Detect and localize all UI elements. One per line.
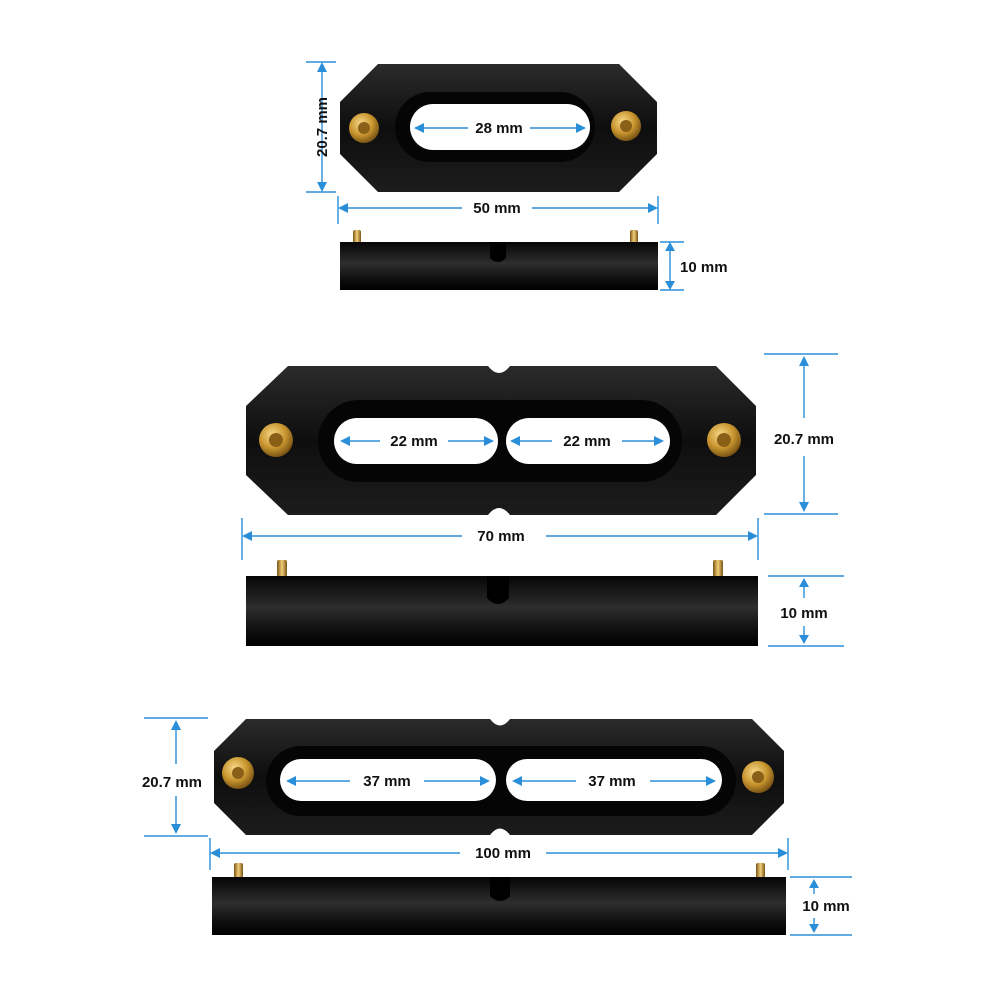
rail-70mm-length-label: 70 mm <box>477 528 525 545</box>
rail-70mm: 22 mm 22 mm 20.7 mm 70 mm <box>241 353 844 647</box>
brass-pin-icon <box>234 863 243 879</box>
rail-100mm-slot-right-label: 37 mm <box>588 773 636 790</box>
rail-70mm-slot-left-dimension: 22 mm <box>340 433 494 450</box>
rail-100mm-slot-right-dimension: 37 mm <box>512 773 716 790</box>
rail-70mm-length-dimension: 70 mm <box>241 518 759 560</box>
brass-screw-icon <box>611 111 641 141</box>
rail-50mm-slot <box>410 104 590 150</box>
rail-100mm: 20.7 mm 37 mm 37 mm 100 mm <box>142 717 852 936</box>
brass-screw-icon <box>742 761 774 793</box>
brass-pin-icon <box>756 863 765 879</box>
brass-pin-icon <box>713 560 723 578</box>
rail-50mm-width-dimension: 20.7 mm <box>306 61 336 193</box>
rail-100mm-center-notch <box>490 877 510 901</box>
rail-70mm-height-label: 10 mm <box>780 605 828 622</box>
rail-50mm-length-label: 50 mm <box>473 200 521 217</box>
rail-70mm-slot-right-label: 22 mm <box>563 433 611 450</box>
rail-100mm-length-dimension: 100 mm <box>209 838 789 870</box>
rail-70mm-width-label: 20.7 mm <box>774 431 834 448</box>
rail-100mm-slot-right <box>506 759 722 801</box>
rail-100mm-slot-left-label: 37 mm <box>363 773 411 790</box>
rail-100mm-width-label: 20.7 mm <box>142 774 202 791</box>
rail-50mm-length-dimension: 50 mm <box>337 196 659 224</box>
rail-100mm-height-dimension: 10 mm <box>790 876 852 936</box>
rail-50mm-height-dimension: 10 mm <box>660 241 728 291</box>
brass-pin-icon <box>630 230 638 244</box>
brass-screw-icon <box>707 423 741 457</box>
rail-50mm-width-label: 20.7 mm <box>314 97 331 157</box>
brass-pin-icon <box>353 230 361 244</box>
rail-70mm-width-dimension: 20.7 mm <box>764 353 838 515</box>
brass-pin-icon <box>277 560 287 578</box>
rail-100mm-slot-left-dimension: 37 mm <box>286 773 490 790</box>
rail-70mm-slot-left-label: 22 mm <box>390 433 438 450</box>
rail-50mm: 20.7 mm 28 mm 50 mm 10 mm <box>306 61 728 291</box>
rail-70mm-height-dimension: 10 mm <box>768 575 844 647</box>
rail-100mm-width-dimension: 20.7 mm <box>142 717 208 837</box>
rail-50mm-slot-dimension: 28 mm <box>414 120 586 137</box>
rail-70mm-slot-left <box>334 418 498 464</box>
rail-50mm-center-notch <box>490 242 506 262</box>
rail-70mm-slot-right <box>506 418 670 464</box>
brass-screw-icon <box>349 113 379 143</box>
rail-50mm-height-label: 10 mm <box>680 259 728 276</box>
rail-50mm-slot-label: 28 mm <box>475 120 523 137</box>
brass-screw-icon <box>222 757 254 789</box>
rail-100mm-height-label: 10 mm <box>802 898 850 915</box>
rail-100mm-length-label: 100 mm <box>475 845 531 862</box>
rail-70mm-slot-right-dimension: 22 mm <box>510 433 664 450</box>
rail-100mm-slot-left <box>280 759 496 801</box>
brass-screw-icon <box>259 423 293 457</box>
rail-70mm-center-notch <box>487 576 509 604</box>
